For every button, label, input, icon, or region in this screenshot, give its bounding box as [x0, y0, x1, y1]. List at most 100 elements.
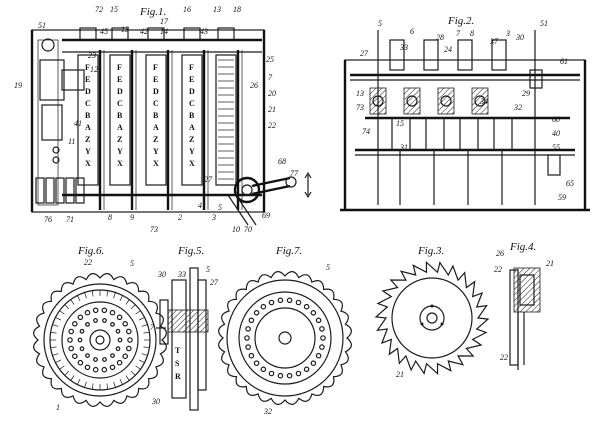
pin-hole [245, 326, 251, 332]
gear-tooth [50, 331, 57, 334]
gear-tooth [76, 295, 81, 301]
gear-tooth [135, 365, 141, 370]
svg-text:22: 22 [84, 258, 92, 267]
svg-text:13: 13 [213, 5, 221, 14]
wheel-letter: E [117, 75, 122, 84]
pin-hole [102, 318, 107, 323]
svg-text:27: 27 [204, 175, 213, 184]
pin-hole [286, 372, 293, 379]
wheel-letter: X [117, 159, 123, 168]
gear-tooth [113, 292, 116, 299]
svg-text:7: 7 [150, 323, 155, 332]
svg-text:34: 34 [479, 97, 488, 106]
pin-hole [310, 360, 317, 367]
svg-text:5: 5 [218, 203, 222, 212]
gear-tooth [70, 299, 75, 305]
svg-text:10: 10 [232, 225, 240, 234]
svg-text:5: 5 [130, 259, 134, 268]
pin-hole [127, 337, 133, 343]
svg-text:6: 6 [410, 27, 414, 36]
pin-hole [93, 318, 98, 323]
svg-text:69: 69 [262, 211, 270, 220]
wheel-letter: Y [85, 147, 91, 156]
svg-text:21: 21 [396, 370, 404, 379]
svg-text:1: 1 [56, 403, 60, 412]
svg-text:15: 15 [110, 5, 118, 14]
pin-hole [101, 307, 108, 314]
fig5-title: Fig.5. [177, 245, 204, 257]
svg-text:30: 30 [151, 397, 160, 406]
svg-text:S: S [175, 359, 180, 368]
gear-hub [406, 95, 418, 107]
fig2-reference-numerals: 5 27 13 6 33 28 7 8 3 37 51 61 30 24 73 … [356, 19, 574, 202]
gear-tooth [59, 365, 65, 370]
svg-text:23: 23 [88, 51, 96, 60]
svg-text:55: 55 [552, 143, 560, 152]
gear-tooth [125, 299, 130, 305]
fig4-title: Fig.4. [509, 241, 536, 253]
gear-block [403, 87, 421, 115]
gear-tooth [130, 304, 136, 310]
svg-text:14: 14 [160, 27, 168, 36]
pin-hole [110, 322, 115, 327]
svg-text:73: 73 [356, 103, 364, 112]
wheel-letter: F [117, 63, 122, 72]
fig2-units [369, 87, 513, 205]
figure-1: Fig.1. FEDCBAZYXFEDCBAZYXFEDCBAZYXFEDCBA… [14, 5, 312, 234]
svg-text:72: 72 [95, 5, 103, 14]
gear-tooth [64, 370, 70, 376]
wheel-letter: D [85, 87, 91, 96]
pin-hole [72, 353, 78, 360]
gear-unit [471, 87, 513, 205]
gear-tooth [130, 370, 136, 376]
gear-tooth [143, 346, 150, 349]
wheel-letter: F [153, 63, 158, 72]
pin-hole [260, 303, 267, 310]
svg-text:27: 27 [360, 49, 369, 58]
column-cap [183, 27, 201, 41]
wheel-letter: F [85, 63, 90, 72]
fig7-pin-holes [244, 297, 326, 379]
gear-tooth [64, 304, 70, 310]
svg-text:61: 61 [560, 57, 568, 66]
figure-3: Fig.3. 21 [374, 245, 490, 379]
figure-7: Fig.7. 5 32 [218, 245, 352, 416]
gear-unit [437, 87, 479, 205]
wheel-letter: B [153, 111, 159, 120]
pin-hole [117, 337, 123, 343]
svg-text:13: 13 [356, 89, 364, 98]
gear-tooth [59, 310, 65, 315]
gear-tooth [70, 375, 75, 381]
svg-text:19: 19 [14, 81, 22, 90]
pin-hole [253, 309, 260, 316]
gear-block [437, 87, 455, 115]
gear-tooth [139, 316, 145, 321]
wheel-letter: Y [189, 147, 195, 156]
pin-hole [315, 317, 322, 324]
svg-text:42: 42 [140, 27, 148, 36]
gear-block [369, 87, 387, 115]
column-cap [217, 27, 235, 41]
pin-hole [110, 353, 115, 359]
gear-block [471, 87, 489, 115]
gear-tooth [106, 290, 109, 297]
pin-hole [248, 352, 255, 359]
pin-hole [319, 326, 325, 332]
pin-hole [268, 370, 275, 377]
svg-text:3: 3 [211, 213, 216, 222]
svg-text:26: 26 [250, 81, 258, 90]
gear-tooth [91, 290, 94, 297]
wheel-letter: B [85, 111, 91, 120]
wheel-letter: D [153, 87, 159, 96]
gear-hub [440, 95, 452, 107]
pin-hole [101, 366, 108, 373]
gear-tooth [119, 295, 124, 301]
wheel-letter: Y [117, 147, 123, 156]
wheel-letter: B [117, 111, 123, 120]
svg-text:51: 51 [540, 19, 548, 28]
pin-hole [277, 372, 284, 379]
pin-hole [79, 328, 85, 334]
